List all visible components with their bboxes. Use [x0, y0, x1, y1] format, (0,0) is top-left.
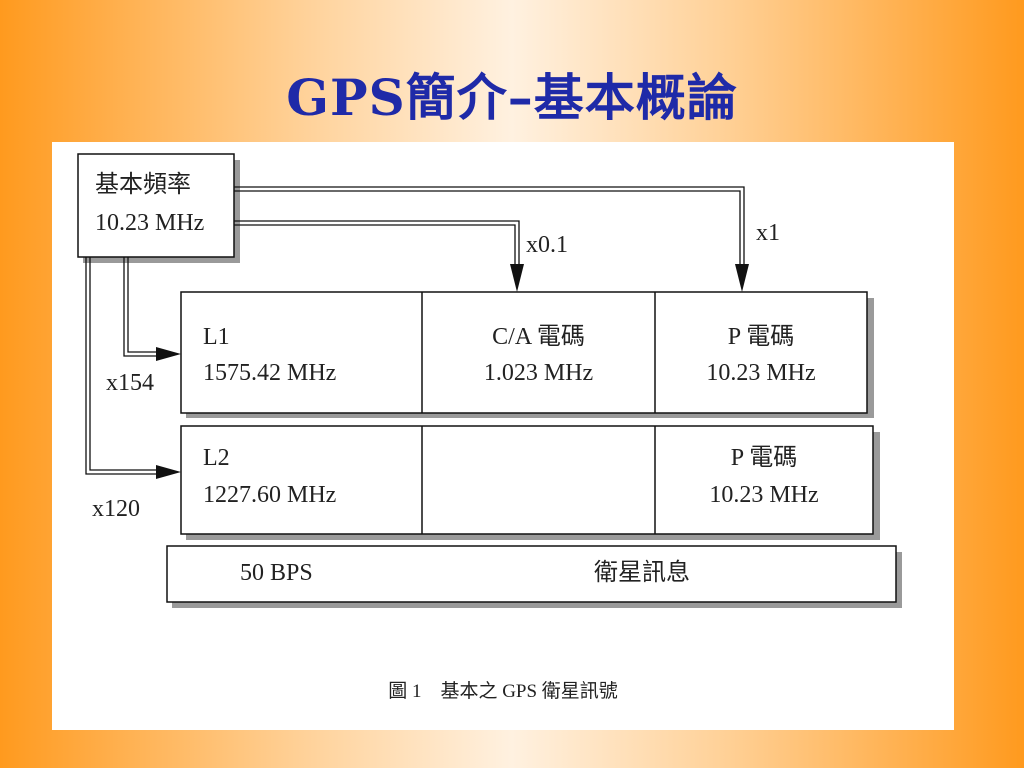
l1-row-box [180, 291, 868, 414]
line-to-l1 [123, 257, 156, 357]
figure-caption: 圖 1 基本之 GPS 衛星訊號 [388, 681, 618, 702]
l2-frequency: 1227.60 MHz [203, 482, 337, 508]
slide-title: GPS簡介–基本概論 [286, 68, 738, 127]
base-frequency-title: 基本頻率 [95, 172, 191, 198]
arrow-ca-code [510, 264, 524, 292]
connectors [85, 186, 745, 475]
diagram-panel: 基本頻率 10.23 MHz x0.1 x1 x154 x120 L1 1575… [52, 142, 954, 730]
multiplier-p: x1 [756, 220, 780, 246]
multiplier-ca: x0.1 [526, 232, 568, 258]
nav-message-name: 衛星訊息 [594, 560, 690, 586]
ca-code-frequency: 1.023 MHz [483, 360, 594, 386]
p-code-l1-frequency: 10.23 MHz [706, 360, 816, 386]
l2-row-box [180, 425, 874, 535]
p-code-l2-name: P 電碼 [730, 445, 798, 471]
line-to-p-code [234, 186, 745, 264]
multiplier-l1: x154 [106, 370, 154, 396]
l2-name: L2 [203, 445, 230, 471]
arrow-l2 [156, 465, 181, 479]
arrow-p-code [735, 264, 749, 292]
ca-code-name: C/A 電碼 [492, 324, 585, 350]
base-frequency-value: 10.23 MHz [95, 210, 205, 236]
p-code-l2-frequency: 10.23 MHz [709, 482, 819, 508]
arrow-l1 [156, 347, 181, 361]
base-frequency-box [77, 153, 235, 258]
nav-message-rate: 50 BPS [240, 560, 313, 586]
line-to-l2 [85, 257, 156, 475]
l1-name: L1 [203, 324, 230, 350]
arrowheads [156, 264, 749, 479]
p-code-l1-name: P 電碼 [727, 324, 795, 350]
l1-frequency: 1575.42 MHz [203, 360, 337, 386]
line-to-ca-code [234, 220, 520, 264]
nav-message-box [166, 545, 897, 603]
signal-diagram [77, 153, 902, 608]
multiplier-l2: x120 [92, 496, 140, 522]
